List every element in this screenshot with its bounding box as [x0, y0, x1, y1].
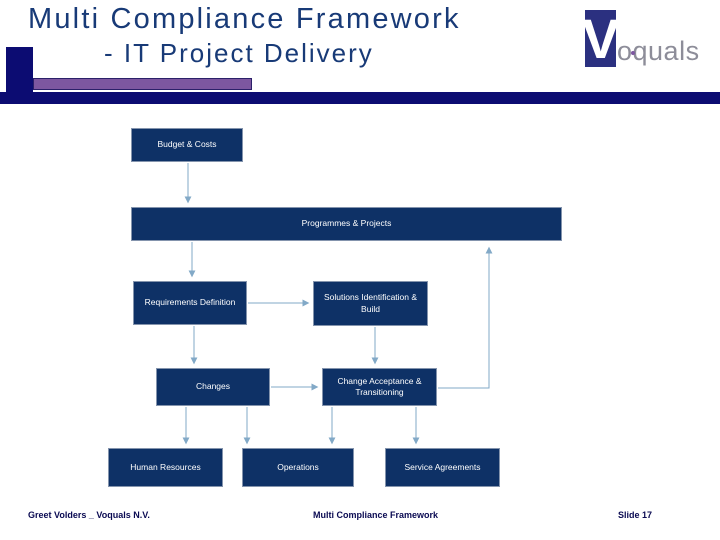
header-deco-navy-bar [0, 92, 720, 104]
footer-slide-number: Slide 17 [618, 510, 653, 520]
node-solutions-identification-build: Solutions Identification & Build [313, 281, 428, 326]
node-service-agreements: Service Agreements [385, 448, 500, 487]
logo-wordmark: oquals [617, 36, 700, 66]
node-programmes-projects: Programmes & Projects [131, 207, 562, 241]
node-changes: Changes [156, 368, 270, 406]
logo-block [585, 10, 616, 67]
slide-subtitle: - IT Project Delivery [104, 38, 374, 68]
footer-author: Greet Volders _ Voquals N.V. [28, 510, 150, 520]
node-human-resources: Human Resources [108, 448, 223, 487]
footer-title: Multi Compliance Framework [313, 510, 439, 520]
logo-purple-dot-icon [631, 51, 635, 55]
node-change-acceptance-transitioning: Change Acceptance & Transitioning [322, 368, 437, 406]
slide-title: Multi Compliance Framework [28, 3, 461, 35]
arrow-acceptance-to-programmes [438, 246, 493, 389]
node-requirements-definition: Requirements Definition [133, 281, 247, 325]
header-deco-purple-bar [33, 78, 252, 90]
logo-v-letter: V [582, 7, 620, 70]
node-operations: Operations [242, 448, 354, 487]
node-budget-costs: Budget & Costs [131, 128, 243, 162]
